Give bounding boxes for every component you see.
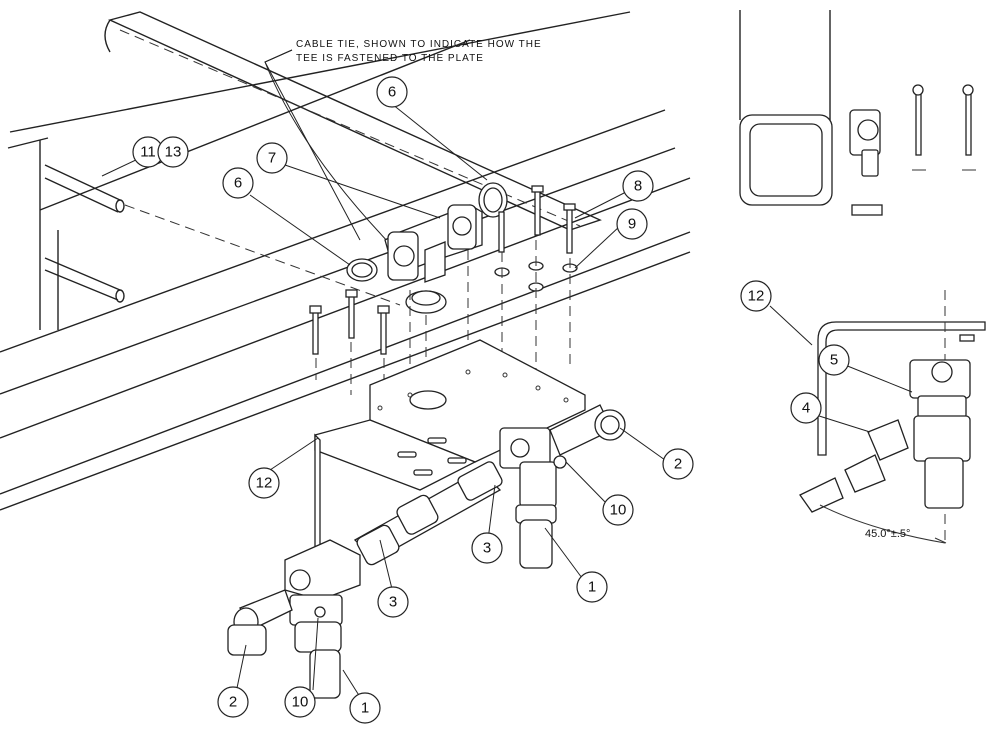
angle-dimension: 45.0°±.5° — [865, 528, 910, 540]
callout-5: 5 — [818, 344, 850, 376]
callout-2-left: 2 — [217, 686, 249, 718]
callout-6-left: 6 — [222, 167, 254, 199]
callout-9: 9 — [616, 208, 648, 240]
svg-text:1: 1 — [588, 579, 596, 596]
callout-13: 13 — [157, 136, 189, 168]
callout-7: 7 — [256, 142, 288, 174]
callout-12-detail: 12 — [740, 280, 772, 312]
callout-3-right: 3 — [471, 532, 503, 564]
svg-text:12: 12 — [748, 288, 765, 305]
detail-view-top — [739, 10, 976, 216]
svg-text:6: 6 — [234, 175, 242, 192]
callout-11: 11 — [132, 136, 164, 168]
callout-1-right: 1 — [576, 571, 608, 603]
svg-text:6: 6 — [388, 84, 396, 101]
right-valve-assembly — [353, 404, 626, 569]
svg-text:4: 4 — [802, 400, 810, 417]
svg-text:2: 2 — [674, 456, 682, 473]
svg-text:10: 10 — [292, 694, 309, 711]
svg-text:5: 5 — [830, 352, 838, 369]
svg-text:9: 9 — [628, 216, 636, 233]
leader-lines — [101, 103, 913, 698]
callout-10-right: 10 — [602, 494, 634, 526]
svg-text:11: 11 — [140, 144, 156, 161]
svg-text:10: 10 — [610, 502, 627, 519]
svg-text:3: 3 — [389, 594, 397, 611]
note-line-2: TEE IS FASTENED TO THE PLATE — [296, 53, 484, 64]
callout-12-main: 12 — [248, 467, 280, 499]
svg-text:8: 8 — [634, 178, 642, 195]
callout-1-left: 1 — [349, 692, 381, 724]
svg-text:7: 7 — [268, 150, 276, 167]
callout-8: 8 — [622, 170, 654, 202]
left-valve-assembly — [227, 539, 361, 699]
svg-text:13: 13 — [165, 144, 182, 161]
svg-text:2: 2 — [229, 694, 237, 711]
svg-text:12: 12 — [256, 475, 273, 492]
callout-4: 4 — [790, 392, 822, 424]
cable-tie-note: CABLE TIE, SHOWN TO INDICATE HOW THE TEE… — [264, 39, 542, 247]
detail-view-side — [799, 290, 986, 545]
svg-text:3: 3 — [483, 540, 491, 557]
callout-3-left: 3 — [377, 586, 409, 618]
svg-text:1: 1 — [361, 700, 369, 717]
upper-fittings — [309, 182, 578, 445]
callout-2-right: 2 — [662, 448, 694, 480]
callout-10-left: 10 — [284, 686, 316, 718]
note-line-1: CABLE TIE, SHOWN TO INDICATE HOW THE — [296, 39, 542, 50]
callout-6-top: 6 — [376, 76, 408, 108]
